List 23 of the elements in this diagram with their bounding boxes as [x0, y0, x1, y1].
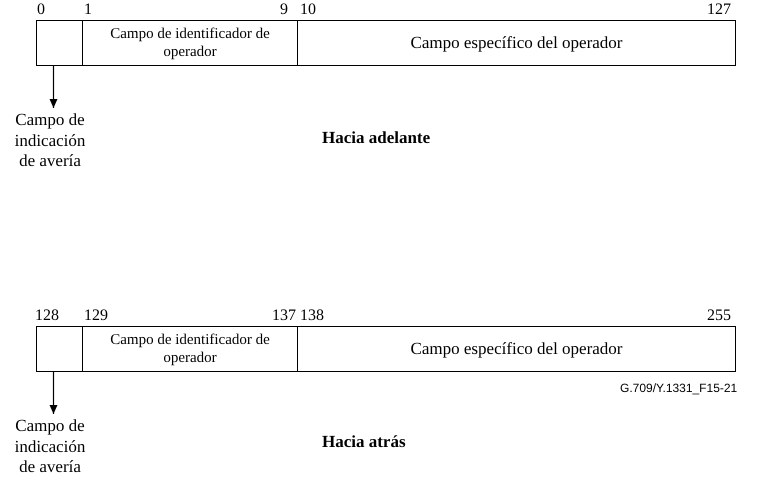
field-caption: Campo de indicación de avería: [8, 108, 92, 174]
bit-number: 128: [35, 307, 59, 325]
specific-field: Campo específico del operador: [297, 326, 736, 372]
direction-heading: Hacia atrás: [322, 432, 406, 452]
bit-number: 0: [37, 1, 45, 19]
direction-heading: Hacia adelante: [322, 128, 430, 148]
identifier-field: Campo de identificador de operador: [82, 326, 298, 372]
specific-field: Campo específico del operador: [297, 20, 736, 66]
bit-number: 127: [707, 1, 731, 19]
bit-number: 9: [280, 1, 288, 19]
indicator-field: [36, 20, 83, 66]
bit-number: 129: [84, 307, 108, 325]
identifier-field: Campo de identificador de operador: [82, 20, 298, 66]
bit-number: 255: [707, 307, 731, 325]
bit-number: 138: [300, 307, 324, 325]
field-caption: Campo de indicación de avería: [8, 414, 92, 480]
bit-number: 10: [300, 1, 316, 19]
indicator-field: [36, 326, 83, 372]
bit-number: 1: [84, 1, 92, 19]
arrow: [50, 66, 58, 108]
bit-number: 137: [272, 307, 296, 325]
figure-id: G.709/Y.1331_F15-21: [620, 381, 738, 395]
arrow: [50, 372, 58, 414]
